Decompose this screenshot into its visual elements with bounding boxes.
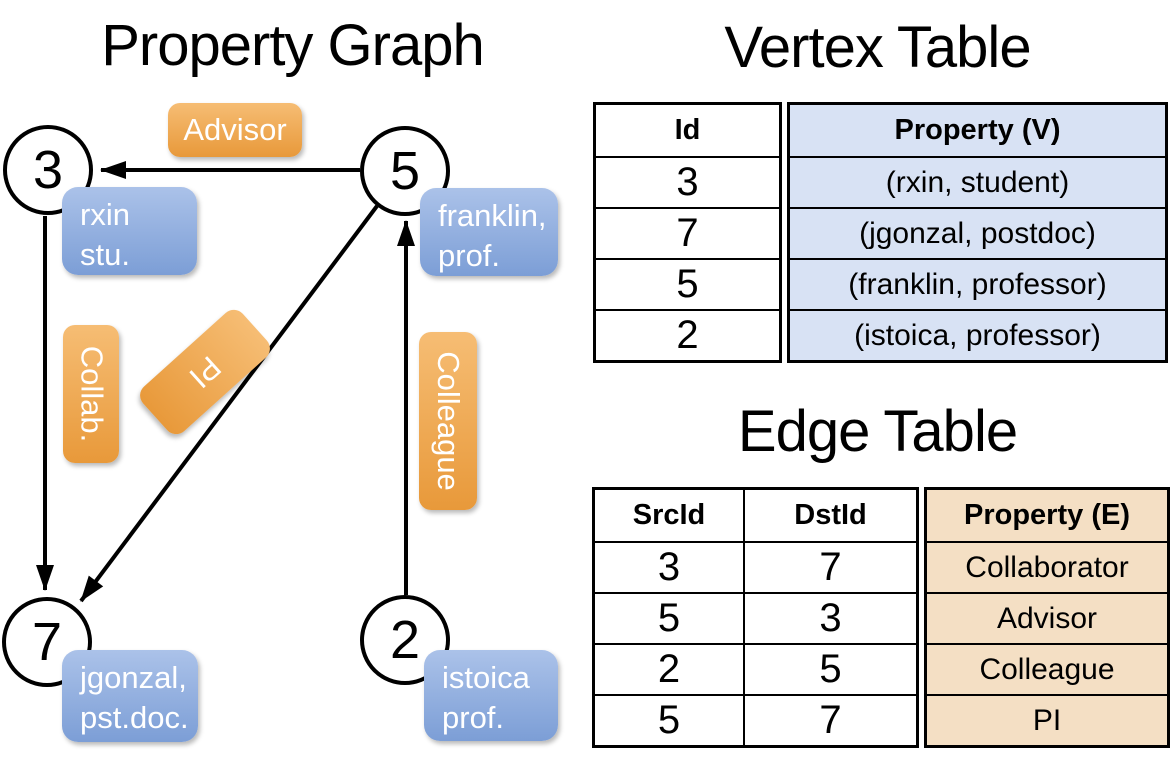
edge-label-text: Advisor bbox=[183, 112, 287, 147]
vertex-property-box-2: istoica prof. bbox=[424, 650, 558, 741]
edge-label-colleague: Colleague bbox=[419, 332, 477, 510]
edge-label-text: PI bbox=[182, 349, 228, 396]
property-line: pst.doc. bbox=[80, 700, 189, 735]
edge-label-text: Collab. bbox=[74, 345, 109, 443]
edge-table-property-block: Property (E) Collaborator Advisor Collea… bbox=[924, 487, 1170, 748]
table-cell: 5 bbox=[595, 694, 743, 745]
property-line: stu. bbox=[80, 237, 130, 272]
edge-table-dst-column: DstId 7 3 5 7 bbox=[743, 490, 916, 745]
vertex-property-box-7: jgonzal, pst.doc. bbox=[62, 650, 198, 742]
vertex-table-title: Vertex Table bbox=[724, 15, 1031, 80]
table-cell: Colleague bbox=[927, 643, 1167, 694]
property-line: istoica bbox=[442, 660, 530, 695]
edge-label-text: Colleague bbox=[431, 351, 467, 491]
edge-table-src-column: SrcId 3 5 2 5 bbox=[595, 490, 743, 745]
property-line: prof. bbox=[438, 238, 501, 273]
graph-edges bbox=[36, 161, 415, 603]
table-cell: 2 bbox=[595, 643, 743, 694]
edge-table-header-dst: DstId bbox=[794, 499, 867, 531]
table-cell: (istoica, professor) bbox=[790, 309, 1165, 360]
vertex-property-box-5: franklin, prof. bbox=[420, 188, 558, 276]
table-cell: 3 bbox=[596, 156, 779, 207]
table-cell: 2 bbox=[596, 309, 779, 360]
table-cell: PI bbox=[927, 694, 1167, 745]
edge-table-header-src: SrcId bbox=[632, 499, 706, 531]
edge-label-advisor: Advisor bbox=[168, 103, 302, 157]
vertex-table: Id 3 7 5 2 Property (V) (rxin, student) … bbox=[593, 102, 1168, 363]
vertex-table-header-property: Property (V) bbox=[790, 105, 1165, 156]
table-cell: (franklin, professor) bbox=[790, 258, 1165, 309]
table-cell: 3 bbox=[595, 541, 743, 592]
table-cell: 3 bbox=[745, 592, 916, 643]
edge-5-to-7 bbox=[79, 204, 379, 603]
edge-table-id-block: SrcId 3 5 2 5 DstId 7 3 5 7 bbox=[592, 487, 919, 748]
vertex-table-property-block: Property (V) (rxin, student) (jgonzal, p… bbox=[787, 102, 1168, 363]
table-cell: Advisor bbox=[927, 592, 1167, 643]
table-cell: (jgonzal, postdoc) bbox=[790, 207, 1165, 258]
table-cell: 5 bbox=[596, 258, 779, 309]
property-line: prof. bbox=[442, 700, 505, 735]
table-cell: 5 bbox=[595, 592, 743, 643]
edge-label-collab: Collab. bbox=[63, 325, 119, 463]
table-cell: 7 bbox=[745, 541, 916, 592]
table-cell: 7 bbox=[745, 694, 916, 745]
property-line: jgonzal, bbox=[80, 660, 187, 695]
vertex-table-id-block: Id 3 7 5 2 bbox=[593, 102, 782, 363]
vertex-table-header-id: Id bbox=[674, 114, 701, 146]
vertex-property-box-3: rxin stu. bbox=[62, 187, 197, 275]
edge-table: SrcId 3 5 2 5 DstId 7 3 5 7 Property (E)… bbox=[592, 487, 1170, 748]
table-cell: (rxin, student) bbox=[790, 156, 1165, 207]
property-line: rxin bbox=[80, 197, 130, 232]
vertex-node-2: 2 bbox=[360, 595, 450, 685]
table-cell: 7 bbox=[596, 207, 779, 258]
table-cell: 5 bbox=[745, 643, 916, 694]
property-line: franklin, bbox=[438, 198, 547, 233]
edge-table-title: Edge Table bbox=[737, 399, 1018, 464]
edge-table-header-property: Property (E) bbox=[927, 490, 1167, 541]
property-graph-title: Property Graph bbox=[101, 13, 485, 78]
vertex-node-5: 5 bbox=[360, 126, 450, 216]
table-cell: Collaborator bbox=[927, 541, 1167, 592]
